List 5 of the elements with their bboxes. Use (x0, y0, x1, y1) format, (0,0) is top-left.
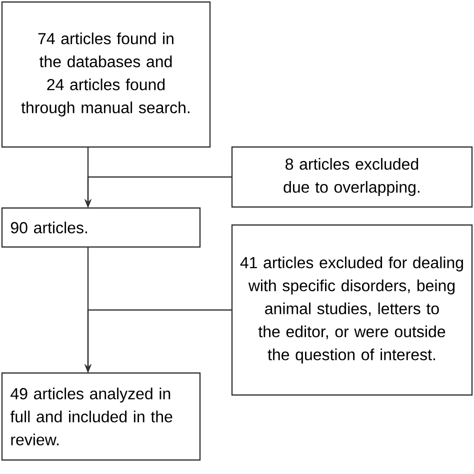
process-box: 49 articles analyzed in full and included in the review. (1, 372, 201, 461)
process-box: 90 articles. (1, 207, 201, 248)
process-box: 41 articles excluded for dealing with specific disorders, being animal studies, letters to the editor, or were outside the question of interest. (231, 224, 473, 396)
process-box: 74 articles found in the databases and 24 articles found through manual search. (1, 1, 211, 148)
process-box: 8 articles excluded due to overlapping. (231, 146, 473, 208)
